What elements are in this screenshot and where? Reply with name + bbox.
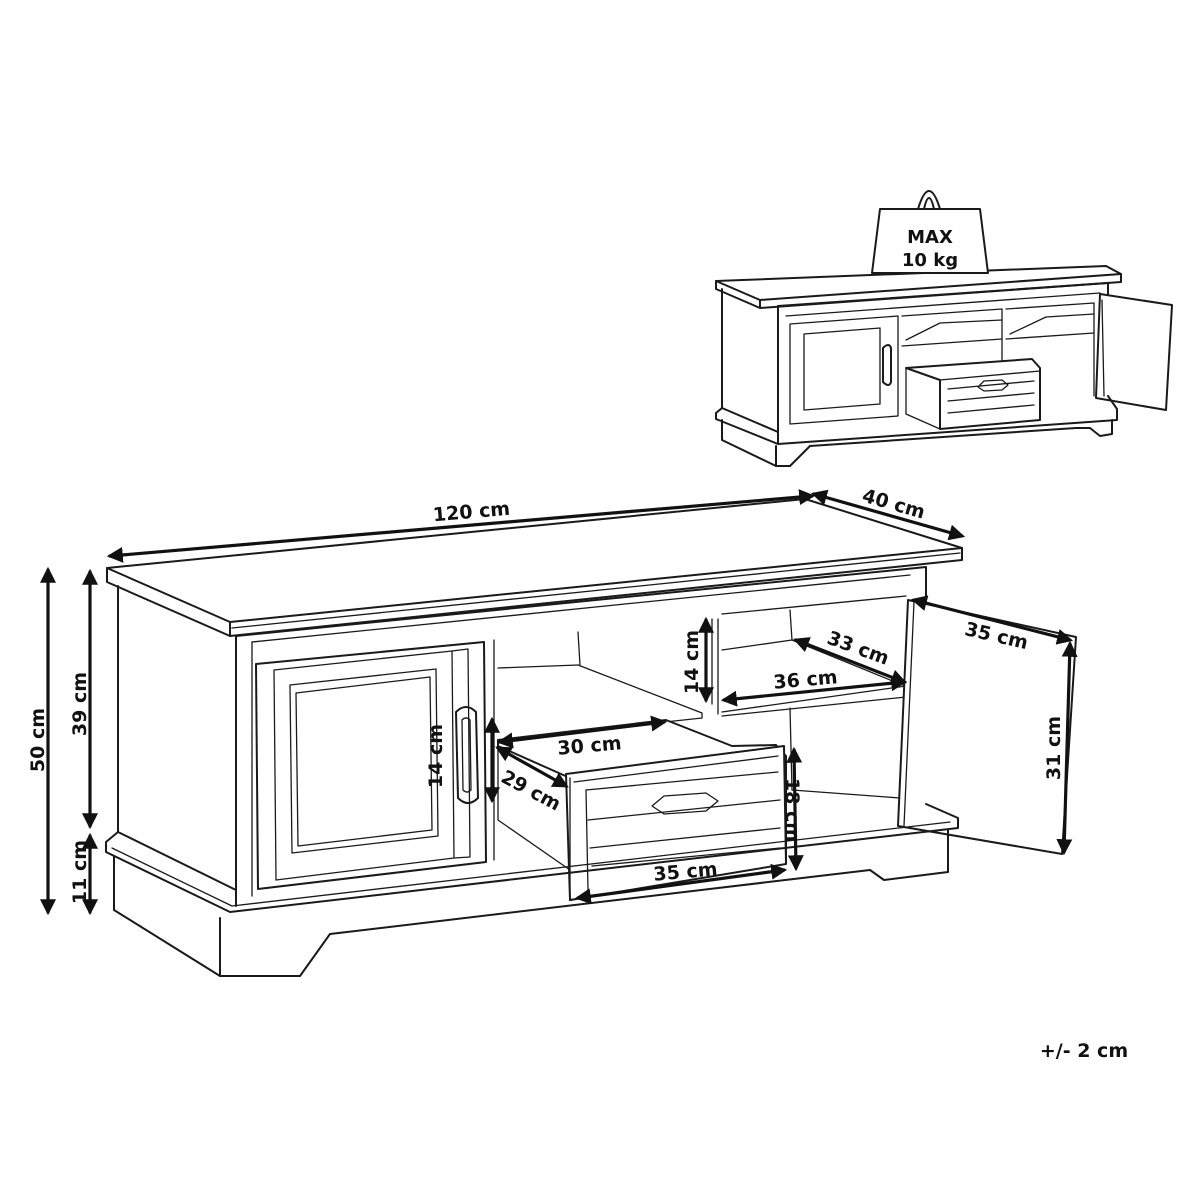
shelf-height-label: 14 cm [681,630,703,694]
depth-dimension-line [810,489,966,541]
weight-value-label: 10 kg [902,250,958,271]
door-height-label: 31 cm [1043,716,1065,780]
drawer-front-width-dimension-line [574,863,788,905]
shelf-width-dimension-line [720,675,908,707]
weight-max-label: MAX [907,227,953,248]
preview-cabinet [715,265,1173,467]
total-height-label: 50 cm [27,708,49,772]
drawer-height-label: 18 cm [781,778,803,842]
door-height-dimension-line [1056,640,1078,856]
drawer-height-dimension-line [786,746,804,872]
width-dimension-line [106,489,816,563]
drawer-inner-depth-label: 29 cm [497,766,564,816]
tolerance-label: +/- 2 cm [1040,1040,1128,1062]
body-height-label: 39 cm [69,672,91,736]
handle-height-label: 14 cm [425,724,447,788]
base-height-label: 11 cm [69,840,91,904]
dimension-lines [40,489,1078,916]
shelf-depth-dimension-line [793,637,907,685]
drawer-inner-depth-dimension-line [495,746,569,788]
drawer-inner-width-dimension-line [496,715,668,749]
door-width-dimension-line [910,595,1074,645]
weight-icon: MAX 10 kg [871,190,989,274]
